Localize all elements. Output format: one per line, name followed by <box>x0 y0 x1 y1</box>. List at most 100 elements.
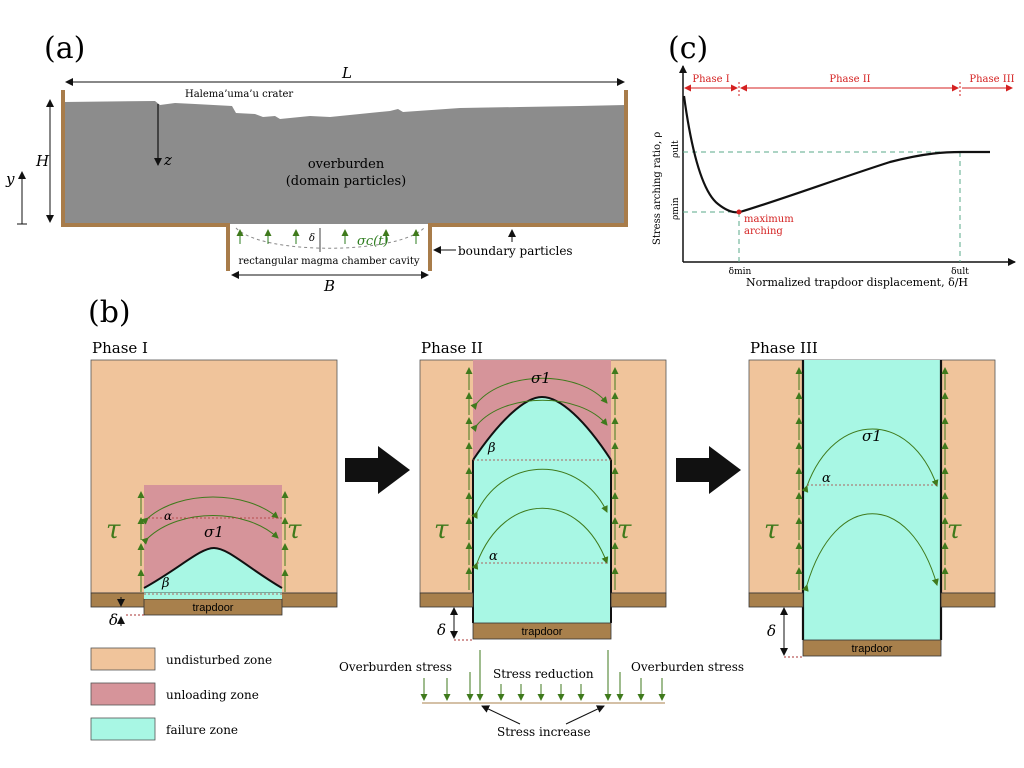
cavity-right-wall <box>428 223 432 271</box>
cavity-arch <box>235 227 425 249</box>
phase2-base-right <box>610 592 667 608</box>
phase3-base-right <box>940 592 996 608</box>
phase2-delta: δ <box>437 621 446 639</box>
b-label: B <box>323 277 335 295</box>
left-wall <box>61 90 65 227</box>
stress-distribution: Overburden stress Stress reduction Overb… <box>339 650 744 739</box>
stress-reduction-label: Stress reduction <box>493 667 594 681</box>
h-label: H <box>35 152 50 170</box>
boundary-label: boundary particles <box>458 244 573 258</box>
delta-label-a: δ <box>309 233 315 244</box>
phase1-alpha: α <box>164 509 172 523</box>
phase-arrow-2 <box>676 446 741 494</box>
phase1-trapdoor-label: trapdoor <box>193 602 234 614</box>
delta-ult-label: δult <box>951 267 969 277</box>
phase1-gap <box>144 593 282 599</box>
panel-a: (a) L Halema’uma’u crater z overburden (… <box>5 31 628 295</box>
arching-curve <box>682 95 990 214</box>
phase1-label-c: Phase I <box>692 74 729 85</box>
phase3-base-left <box>748 592 804 608</box>
phase1-tau-right: τ <box>287 515 302 545</box>
phase3-trapdoor-label: trapdoor <box>852 643 893 655</box>
stress-increase-label: Stress increase <box>497 725 591 739</box>
y-label: y <box>5 170 15 188</box>
panel-a-label: (a) <box>44 31 85 66</box>
phase3-title: Phase III <box>750 339 818 357</box>
phase-2-diagram: Phase II trapdoor σ1 β α <box>419 339 667 641</box>
phase2-tau-left: τ <box>434 515 449 545</box>
phase-3-diagram: Phase III trapdoor σ1 α <box>748 339 996 658</box>
phase2-trapdoor <box>472 622 612 640</box>
overburden-stress-left: Overburden stress <box>339 660 452 674</box>
crater-label: Halema’uma’u crater <box>185 89 293 100</box>
phase1-tau-left: τ <box>106 515 121 545</box>
stress-increase-pointer-left <box>481 705 521 725</box>
phase3-arches <box>801 428 939 592</box>
phase-1-diagram: Phase I trapdoor α σ1 β <box>90 339 338 629</box>
phase1-delta: δ <box>109 611 118 629</box>
annotation-arching: arching <box>744 226 783 237</box>
domain-particles-label: (domain particles) <box>286 174 407 189</box>
phase3-tau-left: τ <box>764 515 779 545</box>
phase2-beta: β <box>487 441 496 456</box>
panel-c-label: (c) <box>668 31 708 66</box>
x-axis-label: Normalized trapdoor displacement, δ/H <box>746 276 968 289</box>
phase3-shear-arrows <box>795 367 949 590</box>
sigma-c-label: σc(t) <box>357 234 389 249</box>
phase2-sigma1: σ1 <box>531 369 551 387</box>
phase2-tau-right: τ <box>617 515 632 545</box>
sigma-c-arrows <box>236 229 420 244</box>
phase2-arches <box>470 377 609 570</box>
legend-undisturbed-swatch <box>90 647 156 671</box>
legend: undisturbed zone unloading zone failure … <box>90 647 272 741</box>
z-label: z <box>163 151 172 169</box>
l-label: L <box>341 64 352 82</box>
phase1-failure-boundary <box>143 546 283 589</box>
phase3-trapdoor <box>802 639 942 657</box>
phase1-failure <box>144 548 282 593</box>
phase1-beta: β <box>161 576 170 591</box>
panel-c: (c) Phase I Phase II Phase III maximum a… <box>652 31 1016 289</box>
phase2-trapdoor-label: trapdoor <box>522 626 563 638</box>
phase1-title: Phase I <box>92 339 148 357</box>
phase3-label-c: Phase III <box>969 74 1014 85</box>
floor-left <box>61 223 229 227</box>
phase1-arches <box>141 496 279 545</box>
phase3-tau-right: τ <box>947 515 962 545</box>
phase3-alpha: α <box>822 471 831 486</box>
panel-b: (b) Phase I trapdoor α σ1 β <box>88 295 996 741</box>
stress-arrows <box>420 650 666 701</box>
phase2-shear-arrows <box>465 367 619 590</box>
phase1-sigma1: σ1 <box>204 523 224 541</box>
floor-right <box>429 223 628 227</box>
phase2-title: Phase II <box>421 339 483 357</box>
overburden-label: overburden <box>308 157 385 172</box>
y-axis-label: Stress arching ratio, ρ <box>652 132 663 245</box>
legend-failure-swatch <box>90 717 156 741</box>
phase2-label-c: Phase II <box>829 74 870 85</box>
overburden-region <box>64 101 625 224</box>
panel-b-label: (b) <box>88 295 131 330</box>
cavity-left-wall <box>226 223 230 271</box>
legend-unloading-label: unloading zone <box>166 688 259 702</box>
phase2-base-left <box>419 592 474 608</box>
legend-unloading-swatch <box>90 682 156 706</box>
legend-failure-label: failure zone <box>166 723 238 737</box>
phase1-shear-arrows <box>137 491 289 592</box>
overburden-stress-right: Overburden stress <box>631 660 744 674</box>
phase-arrow-1 <box>345 446 410 494</box>
right-wall <box>624 90 628 227</box>
legend-undisturbed-label: undisturbed zone <box>166 653 272 667</box>
phase3-delta: δ <box>767 622 776 640</box>
rho-min-label: ρmin <box>671 197 681 220</box>
phase2-alpha: α <box>489 549 498 564</box>
cavity-label: rectangular magma chamber cavity <box>239 256 420 267</box>
stress-increase-pointer-right <box>565 705 605 725</box>
delta-min-label: δmin <box>729 267 752 277</box>
rho-ult-label: ρult <box>671 140 681 158</box>
phase3-failure <box>803 360 941 640</box>
annotation-maximum: maximum <box>744 214 794 225</box>
phase3-sigma1: σ1 <box>862 427 882 445</box>
minimum-point <box>736 209 742 215</box>
